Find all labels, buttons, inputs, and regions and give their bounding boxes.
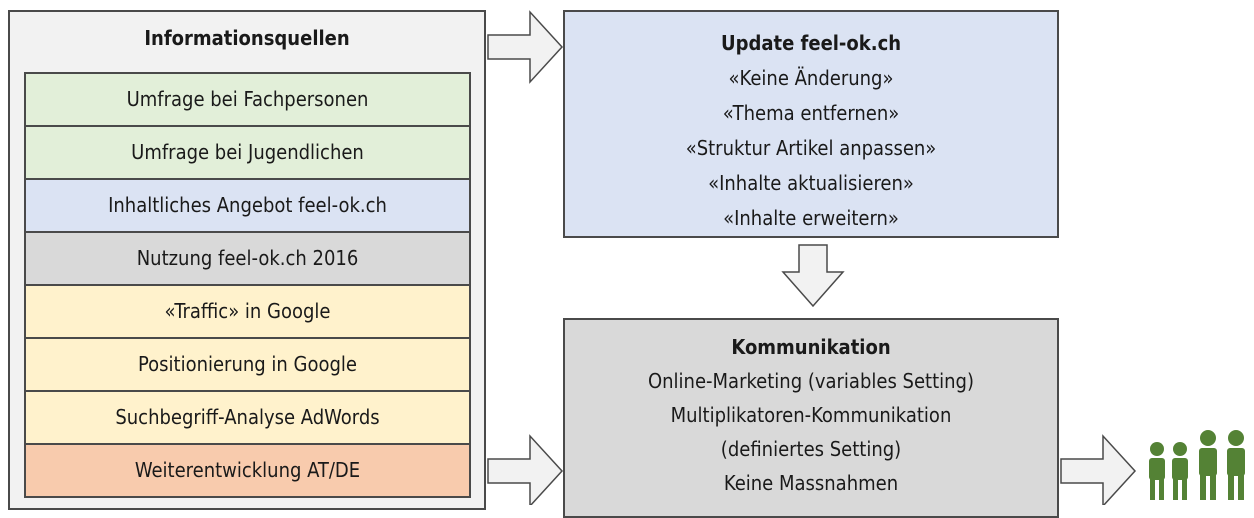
sources-list: Umfrage bei Fachpersonen Umfrage bei Jug…	[24, 72, 471, 498]
source-item: Inhaltliches Angebot feel-ok.ch	[26, 180, 469, 233]
people-group-icon	[1149, 430, 1245, 500]
sources-title: Informationsquellen	[144, 26, 350, 50]
update-option: «Inhalte erweitern»	[723, 206, 899, 230]
connectors	[487, 10, 1245, 505]
communication-option: (definiertes Setting)	[720, 437, 902, 461]
right-arrow-icon	[1060, 434, 1137, 505]
sources-panel: Informationsquellen Umfrage bei Fachpers…	[8, 10, 486, 510]
source-item: «Traffic» in Google	[26, 286, 469, 339]
source-item: Weiterentwicklung AT/DE	[26, 445, 469, 498]
update-title: Update feel-ok.ch	[720, 31, 902, 55]
source-item: Suchbegriff-Analyse AdWords	[26, 392, 469, 445]
communication-box: Kommunikation Online-Marketing (variable…	[563, 318, 1059, 518]
right-arrow-icon	[487, 10, 564, 84]
update-option: «Inhalte aktualisieren»	[708, 171, 914, 195]
source-item: Nutzung feel-ok.ch 2016	[26, 233, 469, 286]
source-item: Umfrage bei Fachpersonen	[26, 74, 469, 127]
communication-title: Kommunikation	[731, 335, 891, 359]
communication-option: Online-Marketing (variables Setting)	[647, 369, 974, 393]
down-arrow-icon	[781, 244, 845, 308]
source-item: Umfrage bei Jugendlichen	[26, 127, 469, 180]
update-option: «Keine Änderung»	[728, 66, 894, 90]
source-item: Positionierung in Google	[26, 339, 469, 392]
update-option: «Struktur Artikel anpassen»	[685, 136, 937, 160]
communication-option: Keine Massnahmen	[723, 471, 899, 495]
update-option: «Thema entfernen»	[722, 101, 900, 125]
right-arrow-icon	[487, 434, 564, 505]
communication-option: Multiplikatoren-Kommunikation	[670, 403, 952, 427]
update-box: Update feel-ok.ch «Keine Änderung» «Them…	[563, 10, 1059, 238]
